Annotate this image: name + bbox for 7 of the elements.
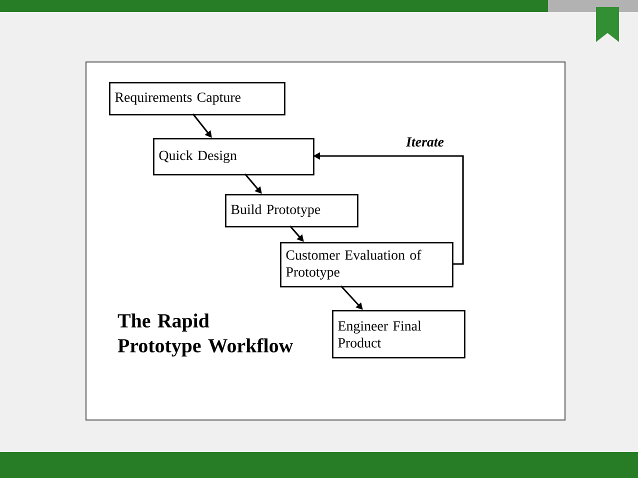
process-box: Quick Design — [153, 138, 314, 176]
edge-label: Iterate — [405, 136, 445, 148]
process-box: Customer Evaluation of Prototype — [280, 242, 454, 288]
diagram-title: The Rapid Prototype Workflow — [118, 314, 294, 357]
process-box: Requirements Capture — [109, 82, 286, 116]
process-box: Engineer Final Product — [332, 310, 466, 358]
process-box: Build Prototype — [225, 194, 358, 228]
